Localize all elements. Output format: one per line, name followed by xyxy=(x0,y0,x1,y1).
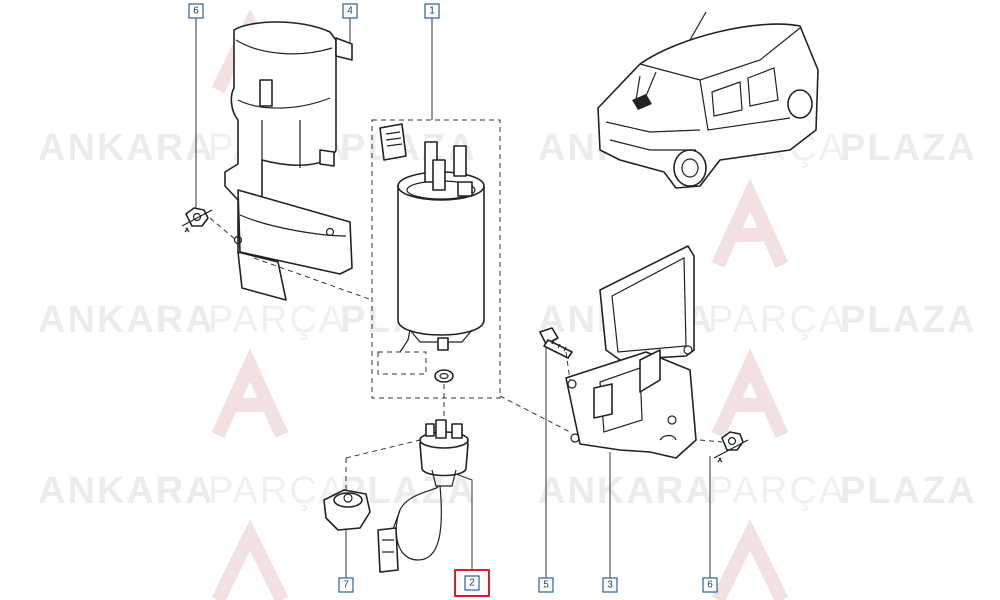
assembly-alignment-lines xyxy=(209,217,723,492)
callout-4: 4 xyxy=(342,3,358,19)
callout-2-highlighted: 2 xyxy=(454,569,490,597)
sensor-cap xyxy=(323,489,371,531)
watermark-word-ankara: ANKARA xyxy=(38,127,215,169)
watermark-row-3: ANKARA PARÇA PLAZA ANKARA PARÇA PLAZA xyxy=(38,470,977,512)
watermark-word-ankara: ANKARA xyxy=(38,299,215,341)
svg-text:1: 1 xyxy=(429,6,435,17)
filter-location-marker xyxy=(632,94,652,110)
callout-6-top: 6 xyxy=(188,3,204,19)
water-in-fuel-sensor xyxy=(377,419,469,573)
callout-1: 1 xyxy=(424,3,440,19)
watermark-word-plaza: PLAZA xyxy=(340,127,477,169)
callout-5: 5 xyxy=(538,577,554,593)
watermark-word-plaza: PLAZA xyxy=(840,299,977,341)
vehicle-thumbnail xyxy=(597,11,819,189)
instruction-sheet-icon xyxy=(379,123,407,161)
heat-shield-bracket xyxy=(224,21,353,301)
filter-mounting-bracket xyxy=(565,245,697,459)
nut-lower xyxy=(713,431,749,463)
watermark-word-parca: PARÇA xyxy=(208,299,346,341)
watermark-word-plaza: PLAZA xyxy=(840,127,977,169)
callout-7: 7 xyxy=(338,577,354,593)
watermark-word-parca: PARÇA xyxy=(708,299,846,341)
callout-leaders xyxy=(195,16,711,578)
watermark-word-ankara: ANKARA xyxy=(538,470,715,512)
watermark-word-parca: PARÇA xyxy=(708,470,846,512)
sensor-connector xyxy=(377,527,399,573)
svg-text:4: 4 xyxy=(347,6,353,17)
svg-text:3: 3 xyxy=(607,580,613,591)
mounting-bolt xyxy=(539,327,573,359)
kit-dashed-frame xyxy=(371,119,501,399)
svg-text:5: 5 xyxy=(543,580,549,591)
selected-part-highlight xyxy=(454,569,490,597)
watermark-word-parca: PARÇA xyxy=(208,470,346,512)
watermark: ANKARA PARÇA PLAZA ANKARA PARÇA PLAZA AN… xyxy=(38,9,977,600)
callout-6-bottom: 6 xyxy=(702,577,718,593)
watermark-word-ankara: ANKARA xyxy=(38,470,215,512)
callout-3: 3 xyxy=(602,577,618,593)
svg-text:2: 2 xyxy=(469,578,475,589)
watermark-row-1: ANKARA PARÇA PLAZA ANKARA PARÇA PLAZA xyxy=(38,127,977,169)
fuel-filter-kit xyxy=(371,119,501,399)
watermark-word-plaza: PLAZA xyxy=(840,470,977,512)
watermark-row-2: ANKARA PARÇA PLAZA ANKARA PARÇA PLAZA xyxy=(38,299,977,341)
nut-upper xyxy=(181,207,213,233)
svg-text:6: 6 xyxy=(707,580,713,591)
svg-text:6: 6 xyxy=(193,6,199,17)
svg-text:7: 7 xyxy=(343,580,349,591)
